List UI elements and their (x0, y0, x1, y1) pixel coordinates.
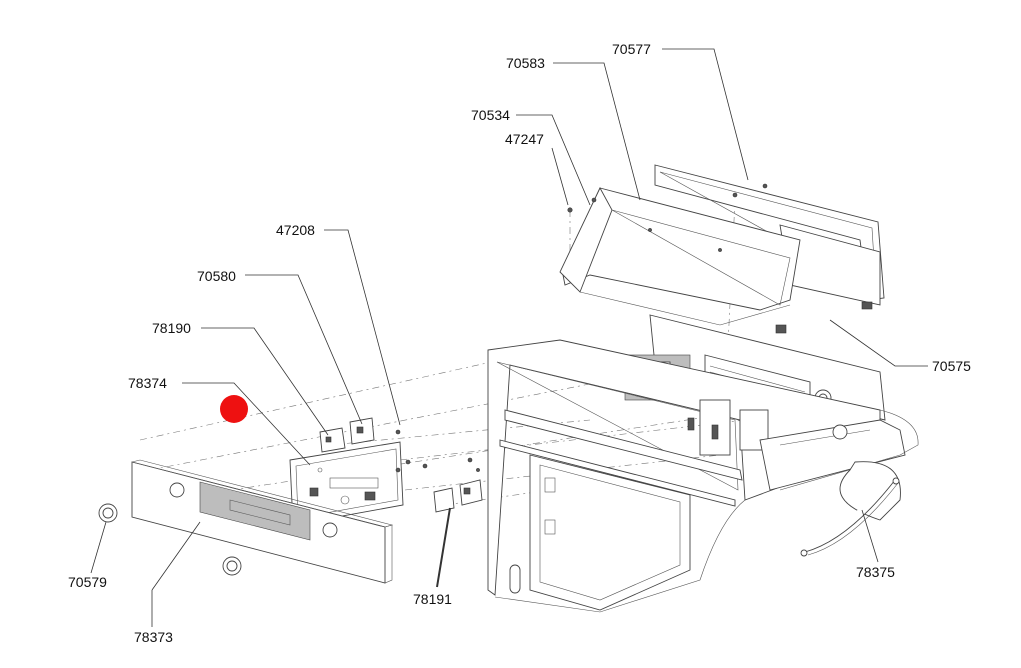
label-70534: 70534 (471, 107, 510, 123)
control-board-assembly (289, 417, 483, 526)
leader-lines (90, 48, 928, 627)
label-47247: 47247 (505, 131, 544, 147)
power-cord (800, 477, 900, 557)
label-70579: 70579 (68, 574, 107, 590)
label-70575: 70575 (932, 358, 971, 374)
label-78374: 78374 (128, 375, 167, 391)
label-78375: 78375 (856, 564, 895, 580)
part-labels: 70577 70583 70534 47247 47208 70580 7819… (68, 41, 971, 645)
top-cover-assembly (559, 164, 885, 334)
front-control-panel (98, 459, 394, 584)
label-78191: 78191 (413, 591, 452, 607)
label-70580: 70580 (197, 268, 236, 284)
label-78190: 78190 (152, 320, 191, 336)
red-marker-dot (220, 395, 248, 423)
label-70583: 70583 (506, 55, 545, 71)
label-78373: 78373 (134, 629, 173, 645)
label-47208: 47208 (276, 222, 315, 238)
label-70577: 70577 (612, 41, 651, 57)
oven-cavity-chassis (487, 314, 919, 613)
